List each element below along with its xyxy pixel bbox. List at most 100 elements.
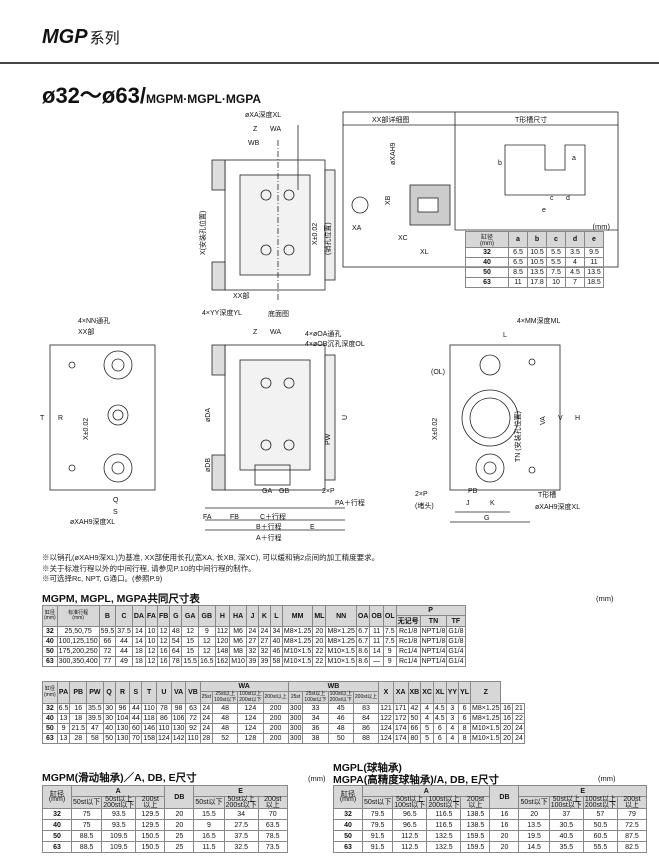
technical-drawing: øXA深度XL Z WA WB X(安装孔位置) X±0.02 (销孔位置) X… xyxy=(40,110,619,542)
table-cell: 34 xyxy=(223,808,259,820)
table-cell: 84 xyxy=(352,713,380,724)
table-cell: 200 xyxy=(262,713,289,724)
table-cell: 25,50,75 xyxy=(56,626,100,637)
table-cell: 14 xyxy=(131,626,146,637)
table-cell: 5.5 xyxy=(546,247,566,258)
table-cell: 77 xyxy=(98,656,117,667)
table-cell: 124 xyxy=(237,723,264,734)
table-header-cell: U xyxy=(156,681,172,704)
table-cell: 44 xyxy=(129,713,143,724)
table-cell: 75 xyxy=(70,819,103,831)
table-header-cell: YY xyxy=(445,681,460,704)
table-cell: M10×1.5 xyxy=(470,723,502,734)
table-cell: 18.5 xyxy=(584,277,604,288)
table-cell: 27 xyxy=(245,636,259,647)
label-r: R xyxy=(58,415,63,422)
note-1: ※以销孔(øXAH9深XL)为基准, XX部使用长孔(宽XA, 长XB, 深XC… xyxy=(42,553,380,562)
table-cell: 112 xyxy=(214,626,231,637)
table-header-cell: ML xyxy=(312,605,327,627)
table-cell: 110 xyxy=(156,723,172,734)
table-header-cell: K xyxy=(257,605,271,627)
table-cell: M10×1.5 xyxy=(325,656,357,667)
label-h: H xyxy=(575,415,580,422)
table-cell: 171 xyxy=(392,703,409,714)
table-cell: 100,125,150 xyxy=(56,636,100,647)
table-cell: M8×1.25 xyxy=(325,636,357,647)
table-cell: 109.5 xyxy=(101,841,137,853)
table-cell: 40 xyxy=(42,819,72,831)
table-cell: 116.5 xyxy=(426,808,462,820)
label-q: Q xyxy=(113,497,119,504)
table-cell: 9 xyxy=(197,626,216,637)
table-cell: 15 xyxy=(181,646,199,657)
label-ends: (堵头) xyxy=(415,501,434,510)
label-xa-h9c: øXAH9 xyxy=(390,142,397,165)
table-cell: 88.5 xyxy=(70,841,103,853)
table-cell: 48 xyxy=(327,723,354,734)
table-cell: 63 xyxy=(333,841,363,853)
table-header-cell: NN xyxy=(325,605,357,627)
table-cell: 112.5 xyxy=(392,841,428,853)
table-cell: 50.5 xyxy=(582,819,618,831)
table-cell: 200 xyxy=(262,723,289,734)
table-header-cell: C xyxy=(115,605,133,627)
table-cell: 91.5 xyxy=(361,841,394,853)
table-cell: 50 xyxy=(42,723,58,734)
table-cell: 38 xyxy=(302,733,329,744)
label-wb: WB xyxy=(248,140,260,147)
table-cell: 106 xyxy=(170,713,187,724)
table-cell: Rc1/8 xyxy=(395,626,421,637)
t-slot-unit: (mm) xyxy=(592,222,611,231)
table-cell: 8 xyxy=(458,733,472,744)
table-cell: 16 xyxy=(489,819,520,831)
table-cell: 8 xyxy=(458,723,472,734)
table-cell: 39 xyxy=(257,656,271,667)
table-cell: 50 xyxy=(102,733,116,744)
table-cell: 4 xyxy=(565,257,585,268)
label-bottom-view: 底面图 xyxy=(268,309,289,318)
table-cell: 64 xyxy=(169,646,183,657)
table-header-cell: PW xyxy=(86,681,104,704)
table-cell: 34 xyxy=(269,626,283,637)
table-cell: 39.5 xyxy=(86,713,104,724)
table-cell: 109.5 xyxy=(101,830,137,842)
table-cell: 6.7 xyxy=(355,636,371,647)
table-cell: 130 xyxy=(170,723,187,734)
table-cell: 138.5 xyxy=(460,819,491,831)
table-header-cell: XL xyxy=(432,681,447,704)
table-cell: 40 xyxy=(269,636,283,647)
table-cell: 159.5 xyxy=(460,841,491,853)
table-cell: M10×1.5 xyxy=(281,656,314,667)
table-cell: 80 xyxy=(407,733,422,744)
mgpm-title: MGPM(滑动轴承)／A, DB, E尺寸 xyxy=(42,772,197,784)
table-cell: 120 xyxy=(214,636,231,647)
label-a: a xyxy=(572,155,576,162)
table-cell: 200 xyxy=(262,703,289,714)
table-cell: 14 xyxy=(369,646,384,657)
table-cell: 63.5 xyxy=(257,819,288,831)
table-cell: Rc1/4 xyxy=(395,656,421,667)
table-header-cell: HA xyxy=(229,605,247,627)
label-ol: (OL) xyxy=(431,369,445,376)
table-cell: M8×1.25 xyxy=(470,713,502,724)
table-cell: 20 xyxy=(164,819,195,831)
table-cell: 92 xyxy=(185,723,201,734)
table-cell: G1/8 xyxy=(446,636,466,647)
table-header-cell: 50st以下 xyxy=(193,796,225,809)
t-head-c: c xyxy=(546,231,566,248)
table-cell: 50 xyxy=(42,830,72,842)
table-cell: 7.5 xyxy=(546,267,566,278)
label-pw: PW xyxy=(325,433,332,445)
table-cell: 11.5 xyxy=(193,841,225,853)
table-cell: 32 xyxy=(257,646,271,657)
